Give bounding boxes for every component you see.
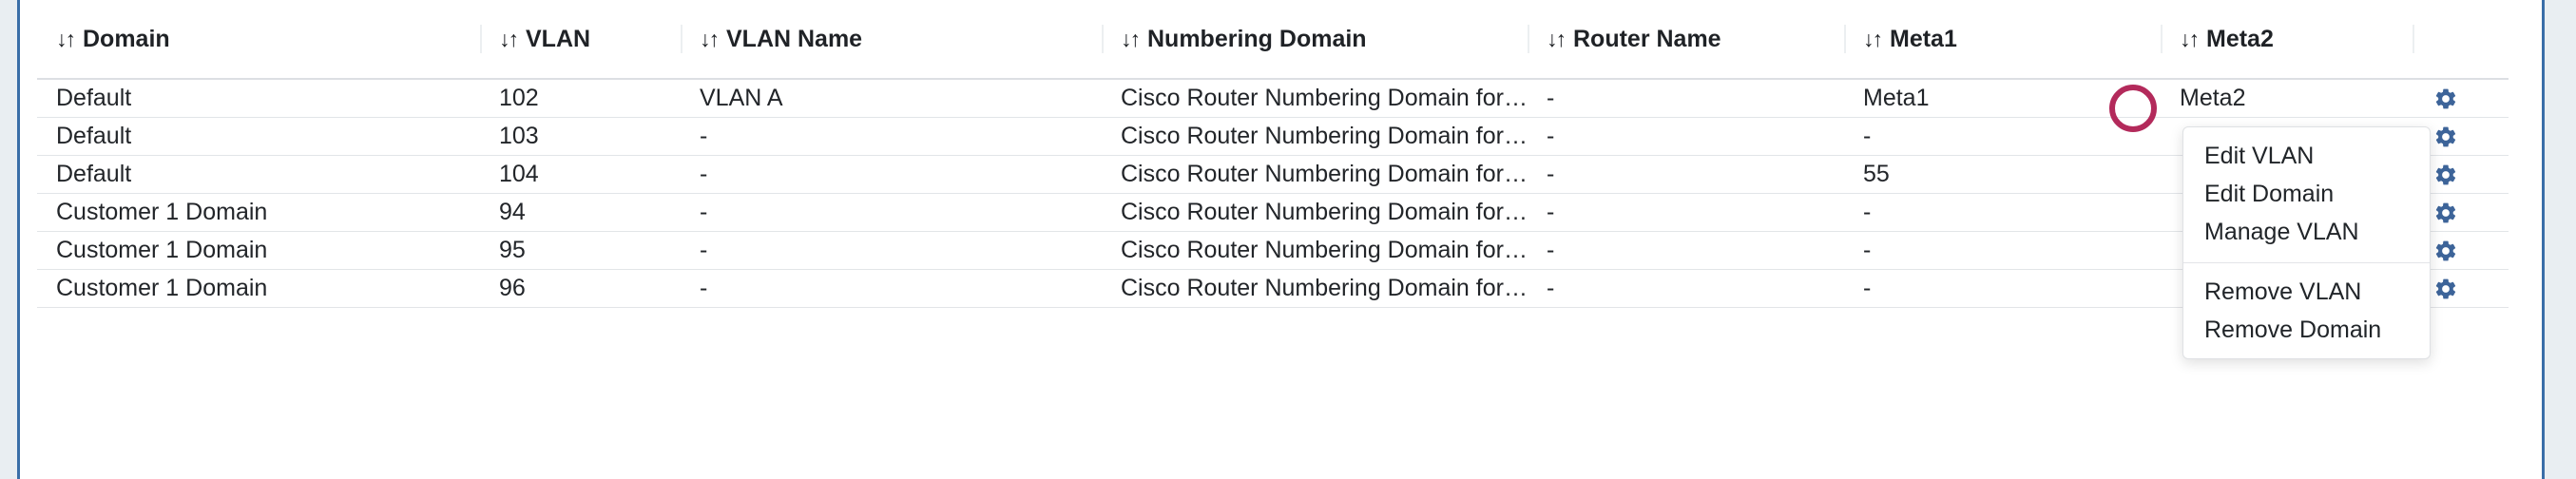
gear-icon[interactable] — [2433, 239, 2458, 263]
sort-icon[interactable]: ↓↑ — [700, 27, 720, 51]
column-header-meta2[interactable]: ↓↑Meta2 — [2161, 0, 2413, 80]
cell-domain: Customer 1 Domain — [37, 193, 480, 232]
cell-numbering-domain: Cisco Router Numbering Domain for … — [1102, 269, 1528, 308]
cell-vlan-name: - — [681, 117, 1102, 156]
cell-vlan: 94 — [480, 193, 681, 232]
sort-icon[interactable]: ↓↑ — [1547, 27, 1567, 51]
cell-meta1: 55 — [1844, 155, 2161, 194]
gear-icon[interactable] — [2433, 86, 2458, 111]
cell-meta1: - — [1844, 193, 2161, 232]
cell-meta2: Meta2 — [2161, 79, 2413, 118]
sort-icon[interactable]: ↓↑ — [2180, 27, 2200, 51]
column-header-label: Router Name — [1573, 26, 1721, 52]
table-row[interactable]: Default 104 - Cisco Router Numbering Dom… — [37, 155, 2509, 194]
cell-numbering-domain: Cisco Router Numbering Domain for … — [1102, 155, 1528, 194]
sort-icon[interactable]: ↓↑ — [1863, 27, 1883, 51]
cell-meta1: - — [1844, 269, 2161, 308]
cell-router-name: - — [1528, 79, 1844, 118]
cell-vlan-name: - — [681, 155, 1102, 194]
cell-domain: Default — [37, 155, 480, 194]
table-row[interactable]: Customer 1 Domain 95 - Cisco Router Numb… — [37, 231, 2509, 270]
menu-item-remove-vlan[interactable]: Remove VLAN — [2204, 278, 2362, 305]
cell-router-name: - — [1528, 193, 1844, 232]
cell-numbering-domain: Cisco Router Numbering Domain for … — [1102, 117, 1528, 156]
row-actions-dropdown-menu[interactable]: Edit VLAN Edit Domain Manage VLAN Remove… — [2182, 126, 2431, 359]
cell-vlan-name: - — [681, 269, 1102, 308]
cell-domain: Default — [37, 117, 480, 156]
menu-item-edit-vlan[interactable]: Edit VLAN — [2204, 143, 2315, 169]
column-header-label: Meta2 — [2206, 26, 2274, 52]
cell-vlan: 95 — [480, 231, 681, 270]
cell-vlan-name: VLAN A — [681, 79, 1102, 118]
gear-icon[interactable] — [2433, 277, 2458, 301]
cell-meta1: Meta1 — [1844, 79, 2161, 118]
content-panel: ↓↑Domain ↓↑VLAN ↓↑VLAN Name — [17, 0, 2545, 479]
column-header-meta1[interactable]: ↓↑ Meta1 — [1844, 0, 2161, 80]
menu-item-remove-domain[interactable]: Remove Domain — [2204, 316, 2382, 343]
cell-domain: Default — [37, 79, 480, 118]
column-header-numbering-domain[interactable]: ↓↑Numbering Domain — [1102, 0, 1528, 80]
cell-router-name: - — [1528, 231, 1844, 270]
table-row[interactable]: Default 103 - Cisco Router Numbering Dom… — [37, 117, 2509, 156]
column-header-label: Domain — [83, 26, 170, 52]
cell-domain: Customer 1 Domain — [37, 231, 480, 270]
cell-vlan: 96 — [480, 269, 681, 308]
column-header-vlan-name[interactable]: ↓↑VLAN Name — [681, 0, 1102, 80]
gear-icon[interactable] — [2433, 163, 2458, 187]
column-header-label: VLAN Name — [726, 26, 863, 52]
sort-icon[interactable]: ↓↑ — [56, 27, 76, 51]
cell-meta1: - — [1844, 117, 2161, 156]
column-header-domain[interactable]: ↓↑ Domain — [37, 0, 480, 80]
table-row[interactable]: Customer 1 Domain 96 - Cisco Router Numb… — [37, 269, 2509, 308]
column-header-router-name[interactable]: ↓↑Router Name — [1528, 0, 1844, 80]
menu-item-manage-vlan[interactable]: Manage VLAN — [2204, 219, 2359, 245]
table-row[interactable]: Default 102 VLAN A Cisco Router Numberin… — [37, 79, 2509, 118]
table-header-row: ↓↑Domain ↓↑VLAN ↓↑VLAN Name — [37, 0, 2509, 80]
menu-item-edit-domain[interactable]: Edit Domain — [2204, 181, 2335, 207]
cell-vlan: 103 — [480, 117, 681, 156]
column-header-actions — [2413, 0, 2509, 80]
cell-actions[interactable] — [2413, 79, 2509, 118]
table-row[interactable]: Customer 1 Domain 94 - Cisco Router Numb… — [37, 193, 2509, 232]
cell-router-name: - — [1528, 117, 1844, 156]
table-header: ↓↑Domain ↓↑VLAN ↓↑VLAN Name — [37, 0, 2509, 80]
column-header-vlan[interactable]: ↓↑ VLAN — [480, 0, 681, 80]
cell-vlan-name: - — [681, 193, 1102, 232]
cell-vlan: 104 — [480, 155, 681, 194]
gear-icon[interactable] — [2433, 125, 2458, 149]
table-body: Default 102 VLAN A Cisco Router Numberin… — [37, 79, 2509, 308]
menu-divider — [2183, 262, 2430, 263]
cell-meta1: - — [1844, 231, 2161, 270]
cell-router-name: - — [1528, 269, 1844, 308]
sort-icon[interactable]: ↓↑ — [499, 27, 519, 51]
cell-vlan: 102 — [480, 79, 681, 118]
cell-numbering-domain: Cisco Router Numbering Domain for … — [1102, 79, 1528, 118]
cell-router-name: - — [1528, 155, 1844, 194]
column-header-label: Meta1 — [1890, 26, 1957, 52]
column-header-label: VLAN — [526, 26, 591, 52]
cell-vlan-name: - — [681, 231, 1102, 270]
cell-numbering-domain: Cisco Router Numbering Domain for … — [1102, 193, 1528, 232]
cell-domain: Customer 1 Domain — [37, 269, 480, 308]
column-header-label: Numbering Domain — [1147, 26, 1367, 52]
vlan-table: ↓↑Domain ↓↑VLAN ↓↑VLAN Name — [37, 0, 2509, 308]
gear-icon[interactable] — [2433, 201, 2458, 225]
sort-icon[interactable]: ↓↑ — [1121, 27, 1141, 51]
cell-numbering-domain: Cisco Router Numbering Domain for … — [1102, 231, 1528, 270]
